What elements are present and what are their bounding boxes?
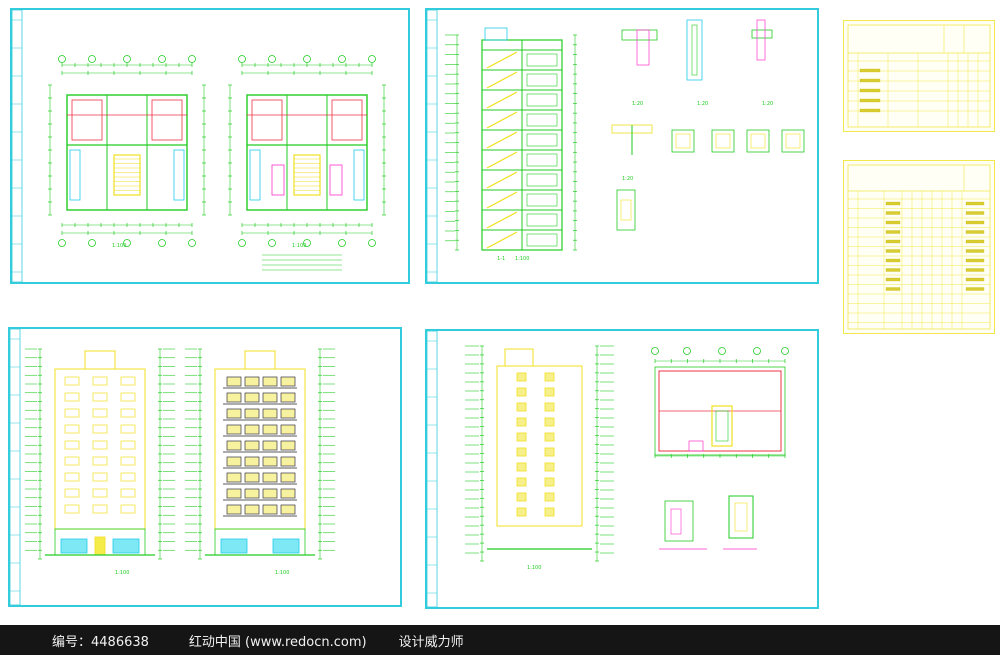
side-elevation-drawing: 1:100	[427, 331, 789, 607]
floor-plan-drawing: 1:100 1:100	[12, 10, 386, 282]
footer-code: 编号：4486638	[52, 634, 149, 650]
sheet-side-elevation-roof[interactable]: 1:100	[425, 329, 819, 609]
sheet-elevations[interactable]: 1:100 1:100	[8, 327, 402, 607]
titleblock-large[interactable]	[843, 160, 995, 334]
footer-site[interactable]: 红动中国 (www.redocn.com)	[188, 634, 367, 650]
table-grid-icon	[847, 164, 991, 330]
footer-tag: 设计威力师	[398, 634, 464, 650]
elevation-drawing: 1:100 1:100	[10, 329, 335, 605]
svg-text:1:100: 1:100	[527, 565, 541, 571]
svg-text:1:100: 1:100	[275, 570, 289, 576]
svg-text:1:100: 1:100	[515, 256, 529, 262]
svg-text:1:20: 1:20	[762, 101, 773, 107]
sheet-floor-plans[interactable]: 1:100 1:100	[10, 8, 410, 284]
svg-text:1:100: 1:100	[292, 243, 306, 249]
svg-text:1:20: 1:20	[697, 101, 708, 107]
section-drawing: 1-1 1:100 1:20 1:20 1:20 1:20	[427, 10, 805, 282]
table-grid-icon	[847, 24, 991, 128]
watermark-footer: 编号：4486638 红动中国 (www.redocn.com) 设计威力师	[0, 625, 1000, 655]
svg-text:1:100: 1:100	[115, 570, 129, 576]
titleblock-small[interactable]	[843, 20, 995, 132]
svg-text:1:20: 1:20	[622, 176, 633, 182]
sheet-section-details[interactable]: 1-1 1:100 1:20 1:20 1:20 1:20	[425, 8, 819, 284]
svg-text:1-1: 1-1	[497, 256, 505, 262]
svg-text:1:100: 1:100	[112, 243, 126, 249]
svg-text:1:20: 1:20	[632, 101, 643, 107]
